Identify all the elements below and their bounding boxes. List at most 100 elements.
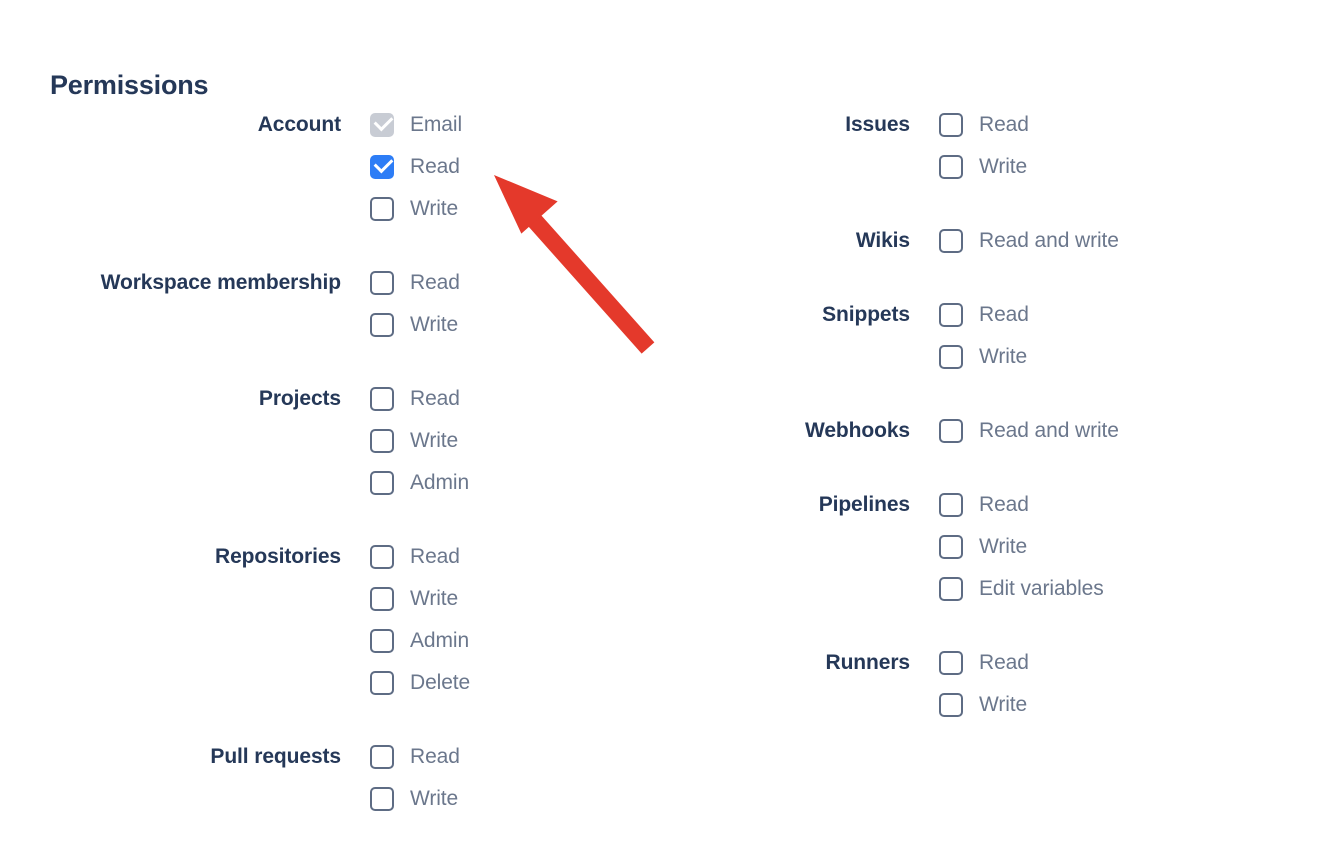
option-row-account-read[interactable]: Read [370,146,640,188]
checkbox-projects-admin[interactable] [370,471,394,495]
option-label-repositories-read: Read [410,545,460,568]
option-row-account-write[interactable]: Write [370,188,640,230]
group-label-issues: Issues [845,113,910,136]
checkbox-account-write[interactable] [370,197,394,221]
option-label-repositories-admin: Admin [410,629,470,652]
option-row-projects-read[interactable]: Read [370,378,640,420]
checkbox-pipelines-edit-variables[interactable] [939,577,963,601]
option-row-repositories-admin[interactable]: Admin [370,620,640,662]
option-list-webhooks: Read and write [910,410,1300,452]
checkbox-workspace-membership-write[interactable] [370,313,394,337]
option-row-pull-requests-read[interactable]: Read [370,736,640,778]
option-label-runners-read: Read [979,651,1029,674]
group-label-pipelines: Pipelines [818,493,910,516]
checkbox-account-email [370,111,394,137]
option-row-pipelines-edit-variables[interactable]: Edit variables [939,568,1300,610]
option-row-pipelines-write[interactable]: Write [939,526,1300,568]
option-row-webhooks-read-and-write[interactable]: Read and write [939,410,1300,452]
option-row-wikis-read-and-write[interactable]: Read and write [939,220,1300,262]
option-row-snippets-read[interactable]: Read [939,294,1300,336]
checkbox-issues-read[interactable] [939,113,963,137]
checkbox-snippets-read[interactable] [939,303,963,327]
checkbox-projects-read[interactable] [370,387,394,411]
option-row-pull-requests-write[interactable]: Write [370,778,640,820]
checkbox-pipelines-write[interactable] [939,535,963,559]
checkbox-issues-write[interactable] [939,155,963,179]
checkbox-repositories-delete[interactable] [370,671,394,695]
checkbox-pipelines-read[interactable] [939,493,963,517]
option-row-workspace-membership-read[interactable]: Read [370,262,640,304]
option-label-account-read: Read [410,155,460,178]
option-row-projects-admin[interactable]: Admin [370,462,640,504]
option-label-pull-requests-read: Read [410,745,460,768]
group-label-wikis: Wikis [855,229,910,252]
option-row-repositories-read[interactable]: Read [370,536,640,578]
option-label-account-write: Write [410,197,459,220]
option-row-pipelines-read[interactable]: Read [939,484,1300,526]
option-row-snippets-write[interactable]: Write [939,336,1300,378]
option-row-runners-write[interactable]: Write [939,684,1300,726]
group-label-pull-requests: Pull requests [210,745,341,768]
checkbox-repositories-write[interactable] [370,587,394,611]
checkbox-snippets-write[interactable] [939,345,963,369]
option-label-pull-requests-write: Write [410,787,459,810]
group-label-workspace-membership: Workspace membership [100,271,341,294]
option-label-snippets-write: Write [979,345,1028,368]
checkbox-repositories-admin[interactable] [370,629,394,653]
option-label-projects-admin: Admin [410,471,470,494]
option-label-wikis-read-and-write: Read and write [979,229,1119,252]
option-label-projects-read: Read [410,387,460,410]
option-row-projects-write[interactable]: Write [370,420,640,462]
checkbox-pull-requests-write[interactable] [370,787,394,811]
option-label-account-email: Email [410,113,463,136]
group-label-snippets: Snippets [822,303,910,326]
checkbox-runners-read[interactable] [939,651,963,675]
option-row-repositories-write[interactable]: Write [370,578,640,620]
option-label-issues-write: Write [979,155,1028,178]
group-label-projects: Projects [258,387,341,410]
checkbox-workspace-membership-read[interactable] [370,271,394,295]
option-row-account-email[interactable]: Email [370,104,640,146]
option-row-issues-read[interactable]: Read [939,104,1300,146]
option-label-webhooks-read-and-write: Read and write [979,419,1119,442]
checkbox-runners-write[interactable] [939,693,963,717]
permission-group-wikis: Wikis Read and write [600,220,1300,262]
option-label-issues-read: Read [979,113,1029,136]
option-row-runners-read[interactable]: Read [939,642,1300,684]
option-label-repositories-write: Write [410,587,459,610]
checkbox-webhooks-read-and-write[interactable] [939,419,963,443]
checkbox-repositories-read[interactable] [370,545,394,569]
option-label-runners-write: Write [979,693,1028,716]
option-label-pipelines-write: Write [979,535,1028,558]
option-row-repositories-delete[interactable]: Delete [370,662,640,704]
option-list-wikis: Read and write [910,220,1300,262]
option-row-workspace-membership-write[interactable]: Write [370,304,640,346]
group-label-runners: Runners [825,651,911,674]
option-label-pipelines-edit-variables: Edit variables [979,577,1104,600]
checkbox-account-read[interactable] [370,153,394,179]
option-row-issues-write[interactable]: Write [939,146,1300,188]
checkbox-wikis-read-and-write[interactable] [939,229,963,253]
checkbox-projects-write[interactable] [370,429,394,453]
checkmark-icon [373,153,394,174]
group-label-account: Account [257,113,341,136]
checkbox-pull-requests-read[interactable] [370,745,394,769]
